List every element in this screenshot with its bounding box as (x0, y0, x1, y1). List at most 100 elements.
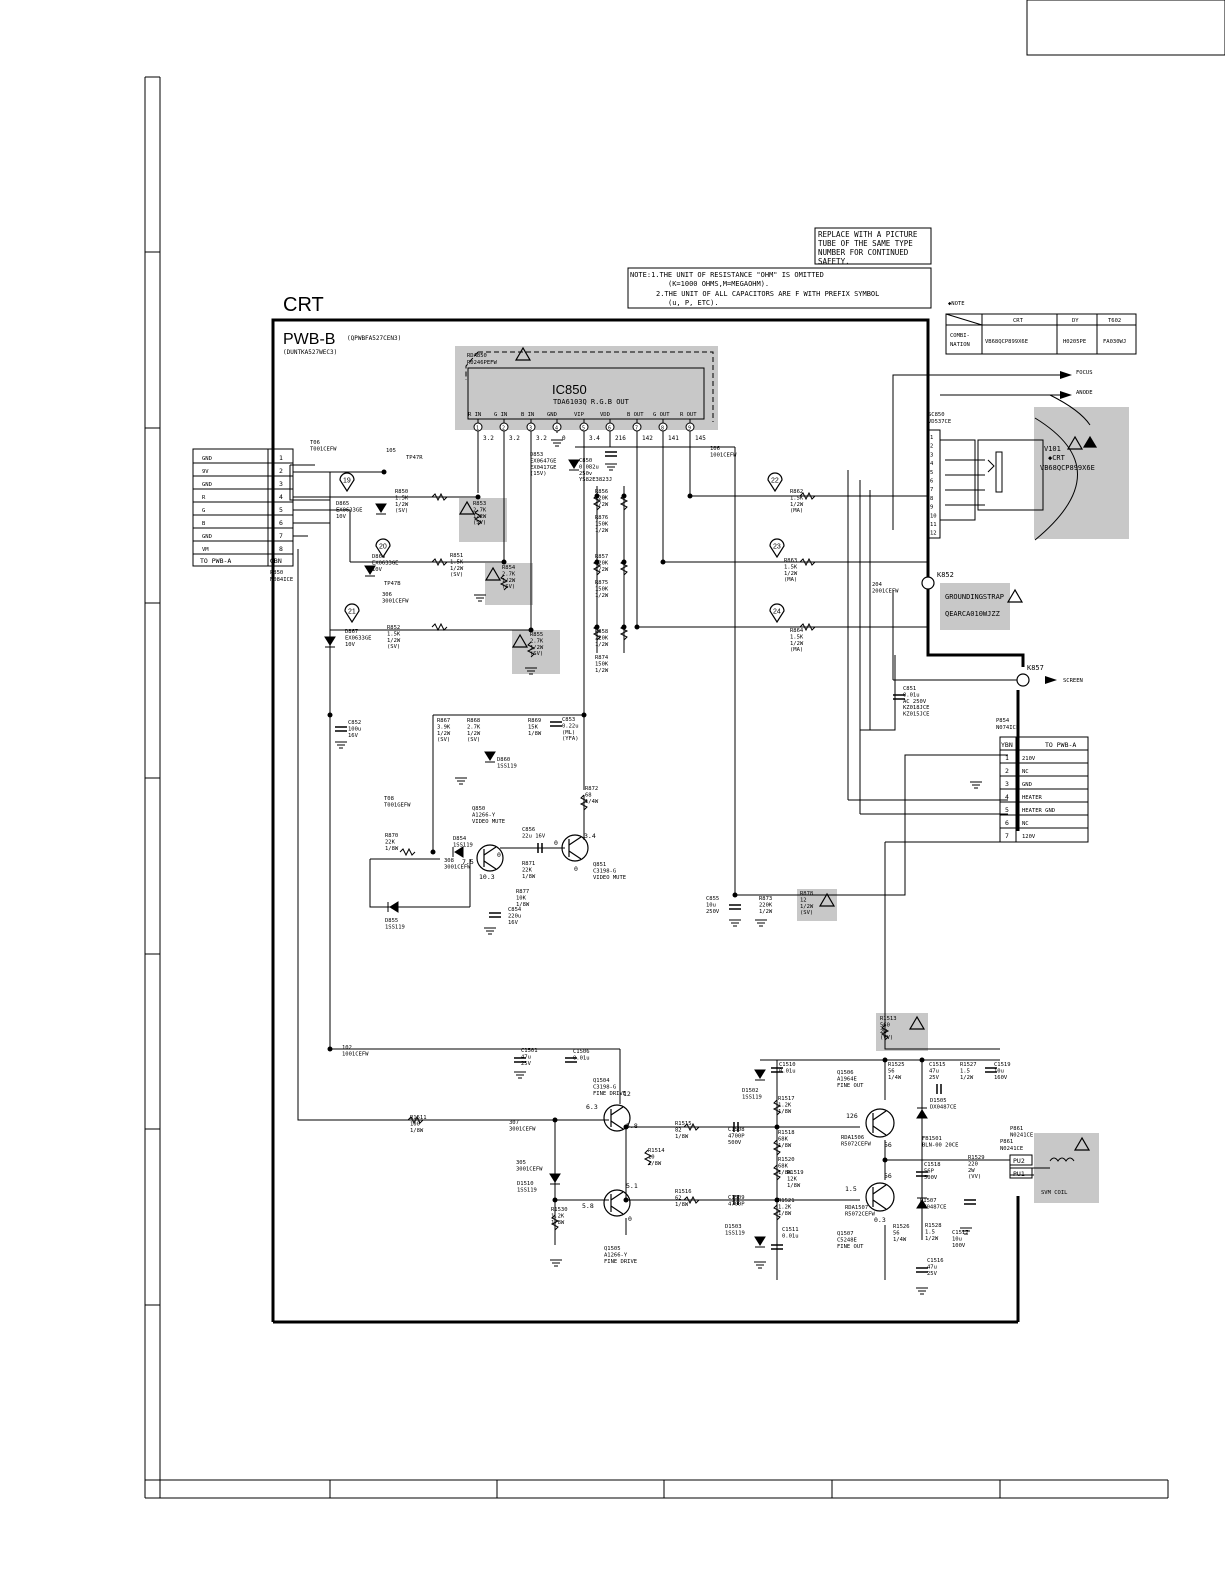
connector-pin: 8 (279, 545, 283, 553)
component-label: C851 (903, 686, 916, 692)
wires (289, 374, 1060, 1280)
component-label: FINE OUT (837, 1083, 864, 1089)
component-label: R5072CEFW (841, 1141, 871, 1147)
component-label: FINE DRIVE (604, 1259, 637, 1265)
component-label: A1964E (837, 1076, 857, 1082)
component-label: D1503 (725, 1224, 742, 1230)
component-label: Q1507 (837, 1231, 854, 1237)
component-label: 1/8W (675, 1202, 689, 1208)
connector-dest: TO PWB-A (200, 557, 231, 565)
socket-pin: 5 (930, 470, 933, 476)
component-label: 56P (924, 1168, 935, 1174)
node-voltage: 12 (623, 1090, 631, 1098)
component-label: 2.7K (530, 638, 544, 644)
component-label: Q1505 (604, 1246, 621, 1252)
test-point-marker (339, 472, 355, 493)
connector-ref: N084ICE (270, 577, 293, 583)
component-label: 220K (595, 560, 609, 566)
component-label: R856 (595, 489, 608, 495)
component-label: (SV) (467, 737, 480, 743)
component-label: 12 (800, 897, 807, 903)
component-label: 308 (444, 858, 454, 864)
table-lines (192, 227, 1137, 1179)
component-label: FINE DRIVE (593, 1091, 626, 1097)
ic-pin-voltage: 216 (615, 435, 626, 442)
component-label: 1/8W (648, 1161, 662, 1167)
component-label: KZ015JCE (903, 712, 930, 718)
component-label: 2W (880, 1029, 887, 1035)
ic-pin-voltage: 0 (562, 435, 566, 442)
socket-pin: 7 (930, 487, 933, 493)
connector-signal: G (202, 508, 205, 514)
component-label: 3001CEFW (382, 598, 409, 604)
component-label: (SV) (502, 584, 515, 590)
component-label: 22u 16V (522, 833, 546, 839)
component-label: 1/2W (595, 668, 609, 674)
component-label: (SV) (437, 737, 450, 743)
connector-pin: 2 (279, 467, 283, 475)
component-label: 1/2W (925, 1236, 939, 1242)
component-label: 305 (516, 1160, 526, 1166)
ic-pin-voltage: 141 (668, 435, 679, 442)
component-label: R863 (784, 558, 797, 564)
component-label: 0.01u (903, 692, 920, 698)
test-point-marker (375, 538, 391, 559)
socket-pin: 2 (930, 444, 933, 450)
component-label: R857 (595, 554, 608, 560)
crt-ref: V101 ◆CRT VB68QCP899X6E FOCUS ANODE SCRE… (1040, 370, 1095, 684)
component-label: 47u (927, 1264, 937, 1270)
component-label: 1/8W (528, 731, 542, 737)
component-label: 10K (516, 895, 527, 901)
component-label: R851 (450, 553, 463, 559)
ic-pin-voltage: 145 (695, 435, 706, 442)
component-label: 1.5K (395, 495, 409, 501)
ic-pin-label: R OUT (680, 412, 697, 418)
component-label: 150K (595, 586, 609, 592)
component-label: 4700P (728, 1133, 745, 1139)
component-label: 1/2W (800, 904, 814, 910)
svg-text:NATION: NATION (950, 342, 970, 348)
component-label: 220 (968, 1161, 978, 1167)
connector-signal: GND (202, 456, 212, 462)
page-frame (144, 0, 1225, 1499)
ic-pin (499, 422, 509, 432)
component-label: 1/4W (893, 1237, 907, 1243)
component-label: R864 (790, 628, 804, 634)
component-label: R1525 (888, 1062, 905, 1068)
component-label: R5072CEFW (845, 1211, 875, 1217)
connector-ref: P854 (996, 718, 1010, 724)
test-point-number: 21 (348, 609, 356, 616)
picture-tube-note: REPLACE WITH A PICTURE TUBE OF THE SAME … (818, 230, 918, 266)
svg-text:FOCUS: FOCUS (1076, 370, 1093, 376)
svg-text:T602: T602 (1108, 318, 1121, 324)
component-label: 1/8W (675, 1134, 689, 1140)
component-label: 2.7K (502, 571, 516, 577)
connector-signal: 9V (202, 469, 209, 475)
resistor-symbols (399, 491, 890, 1231)
warning-icon (458, 346, 1098, 1151)
svg-text:SC850: SC850 (928, 412, 945, 418)
component-label: DX0487CE (920, 1204, 947, 1210)
component-label: 1/2W (595, 642, 609, 648)
component-label: 1SS119 (453, 842, 473, 848)
node-voltage: 5.8 (626, 1122, 638, 1130)
svg-text:VB68QCP899X6E: VB68QCP899X6E (1040, 464, 1095, 472)
test-point-marker (767, 472, 783, 493)
ic-pin-label: VDD (600, 412, 610, 418)
component-label: 1.5 (960, 1068, 970, 1074)
component-label: C1510 (779, 1062, 796, 1068)
component-label: R852 (387, 625, 400, 631)
component-label: C852 (348, 720, 361, 726)
component-label: 1/8W (778, 1143, 792, 1149)
voltage-labels: 03.4007.510.3126.35.85.15.80126561.5560.… (462, 832, 892, 1224)
component-label: 250v (579, 471, 593, 477)
component-label: R1513 (880, 1016, 897, 1022)
connector-signal: HEATER (1022, 795, 1043, 801)
ic-pin-voltage: 3.2 (483, 435, 494, 442)
component-label: (15V) (530, 471, 547, 477)
component-label: 105 (386, 448, 396, 454)
component-label: 1/2W (595, 502, 609, 508)
component-label: RDA1506 (841, 1135, 864, 1141)
component-label: D866 (372, 554, 385, 560)
